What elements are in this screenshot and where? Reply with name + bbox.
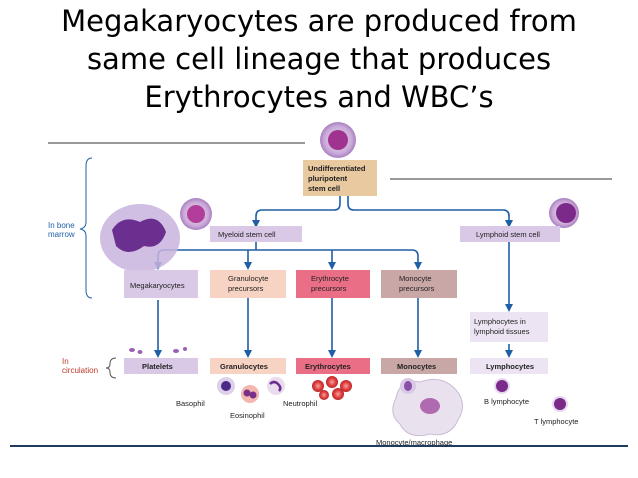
megakaryocytes-label: Megakaryocytes	[130, 281, 185, 290]
lymphocytes-in-tissues-box	[470, 312, 548, 342]
lymphocytes-in-tissues-line-2: lymphoid tissues	[474, 327, 530, 336]
basophil-cell-granules	[221, 381, 231, 391]
macrophage-nucleus	[420, 398, 440, 414]
megakaryocytes-box	[124, 270, 198, 298]
circulation-label-line-1: In	[62, 357, 69, 366]
lymphoid-cell-nucleus	[556, 203, 576, 223]
b-lymphocyte-nucleus	[496, 380, 508, 392]
monocyte-precursors-line-2: precursors	[399, 284, 435, 293]
granulocytes-label: Granulocytes	[220, 362, 268, 371]
pluripotent-label-line-3: stem cell	[308, 184, 340, 193]
megakaryocyte-nucleus	[112, 218, 166, 252]
neutrophil-label: Neutrophil	[283, 399, 318, 408]
pluripotent-label-line-2: pluripotent	[308, 174, 348, 183]
myeloid-cell-nucleus	[187, 205, 205, 223]
b-lymphocyte-label: B lymphocyte	[484, 397, 529, 406]
neutrophil-nucleus	[269, 380, 282, 392]
erythrocyte-cells-image	[312, 376, 352, 400]
pluripotent-cell-nucleus	[328, 130, 348, 150]
lymphocytes-box	[470, 358, 548, 374]
title-line-1: Megakaryocytes are produced from	[61, 4, 577, 38]
lymphoid-stem-cell-label: Lymphoid stem cell	[476, 230, 540, 239]
granulocyte-precursors-line-1: Granulocyte	[228, 274, 268, 283]
platelets-label: Platelets	[142, 362, 173, 371]
monocyte-precursors-box	[381, 270, 457, 298]
myeloid-stem-cell-label: Myeloid stem cell	[218, 230, 276, 239]
monocytes-box	[381, 358, 457, 374]
erythrocyte-precursors-line-2: precursors	[311, 284, 347, 293]
slide-title: Megakaryocytes are produced from same ce…	[0, 2, 638, 114]
monocyte-macrophage-label: Monocyte/macrophage	[376, 438, 452, 447]
erythrocyte-precursors-line-1: Erythrocyte	[311, 274, 349, 283]
granulocyte-precursors-line-2: precursors	[228, 284, 264, 293]
bone-marrow-label-line-1: In bone	[48, 221, 75, 230]
t-lymphocyte-label: T lymphocyte	[534, 417, 578, 426]
circulation-label-line-2: circulation	[62, 366, 98, 375]
t-lymphocyte-nucleus	[554, 398, 566, 410]
erythrocytes-box	[296, 358, 370, 374]
neutrophil-cell-image	[267, 377, 285, 395]
lymphoid-stem-cell-box	[460, 226, 560, 242]
monocytes-label: Monocytes	[397, 362, 436, 371]
lymphocytes-in-tissues-line-1: Lymphocytes in	[474, 317, 526, 326]
pluripotent-stem-cell-box	[303, 160, 377, 196]
erythrocyte-precursors-box	[296, 270, 370, 298]
basophil-label: Basophil	[176, 399, 205, 408]
eosinophil-label: Eosinophil	[230, 411, 265, 420]
granulocyte-precursors-box	[210, 270, 286, 298]
granulocytes-box	[210, 358, 286, 374]
circulation-bracket	[105, 357, 117, 379]
myeloid-stem-cell-box	[210, 226, 302, 242]
title-line-3: Erythrocytes and WBC’s	[144, 80, 494, 114]
monocyte-precursors-line-1: Monocyte	[399, 274, 432, 283]
platelets-box	[124, 358, 198, 374]
bone-marrow-bracket	[79, 157, 93, 299]
pluripotent-label-line-1: Undifferentiated	[308, 164, 366, 173]
monocyte-nucleus	[404, 381, 412, 391]
lineage-arrows	[154, 196, 513, 358]
erythrocytes-label: Erythrocytes	[305, 362, 351, 371]
title-line-2: same cell lineage that produces	[86, 42, 552, 76]
platelet-cells-image	[129, 347, 187, 354]
eosinophil-nucleus-right	[249, 391, 257, 399]
eosinophil-nucleus-left	[243, 389, 251, 397]
lymphocytes-label: Lymphocytes	[486, 362, 534, 371]
bone-marrow-label-line-2: marrow	[48, 230, 75, 239]
